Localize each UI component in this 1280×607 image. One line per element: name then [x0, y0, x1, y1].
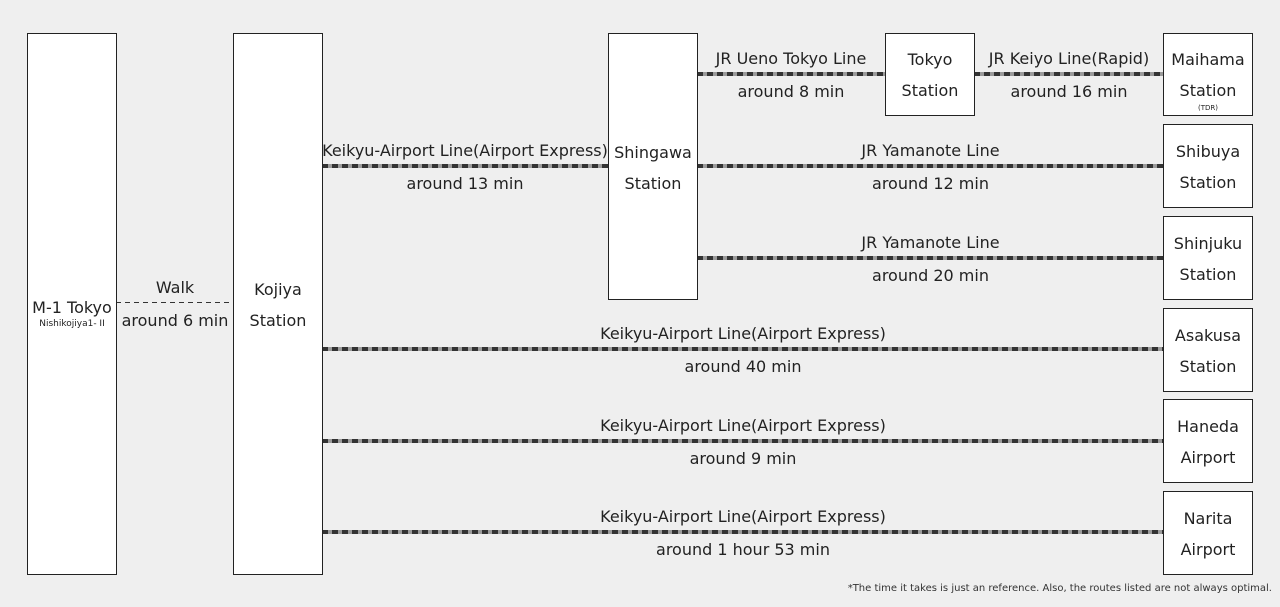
station-name: Haneda — [1177, 417, 1239, 436]
station-tokyo: Tokyo Station — [885, 33, 975, 116]
station-haneda: Haneda Airport — [1163, 399, 1253, 483]
route-kojiya-asakusa: Keikyu-Airport Line(Airport Express) aro… — [322, 324, 1164, 376]
route-shinagawa-shibuya: JR Yamanote Line around 12 min — [697, 141, 1164, 193]
route-kojiya-shinagawa: Keikyu-Airport Line(Airport Express) aro… — [322, 141, 608, 193]
route-walk: Walk around 6 min — [116, 278, 234, 330]
station-asakusa: Asakusa Station — [1163, 308, 1253, 392]
route-kojiya-narita: Keikyu-Airport Line(Airport Express) aro… — [322, 507, 1164, 559]
station-narita: Narita Airport — [1163, 491, 1253, 575]
walk-path — [116, 302, 234, 303]
route-time-label: around 1 hour 53 min — [656, 540, 830, 559]
station-shibuya: Shibuya Station — [1163, 124, 1253, 208]
route-shinagawa-shinjuku: JR Yamanote Line around 20 min — [697, 233, 1164, 285]
station-name: Shinjuku — [1173, 234, 1243, 253]
route-line-label: JR Ueno Tokyo Line — [715, 49, 867, 68]
station-name-line2: Station — [624, 174, 682, 193]
route-tokyo-maihama: JR Keiyo Line(Rapid) around 16 min — [974, 49, 1164, 101]
station-name-line2: Station — [1179, 81, 1237, 100]
rail-line — [322, 530, 1164, 534]
station-name: Asakusa — [1174, 326, 1242, 345]
station-name: Kojiya — [254, 280, 302, 299]
station-address: Nishikojiya1- II — [39, 319, 105, 329]
station-name: M-1 Tokyo — [32, 298, 112, 317]
route-shinagawa-tokyo: JR Ueno Tokyo Line around 8 min — [697, 49, 885, 101]
route-time-label: around 9 min — [689, 449, 797, 468]
rail-line — [697, 256, 1164, 260]
station-shinagawa: Shingawa Station — [608, 33, 698, 300]
station-name: Shibuya — [1175, 142, 1241, 161]
route-line-label: Keikyu-Airport Line(Airport Express) — [322, 141, 608, 160]
station-name-line2: Station — [249, 311, 307, 330]
route-time-label: around 8 min — [737, 82, 845, 101]
route-time-label: around 20 min — [872, 266, 989, 285]
route-time-label: around 16 min — [1010, 82, 1128, 101]
route-line-label: JR Keiyo Line(Rapid) — [988, 49, 1150, 68]
route-time-label: around 40 min — [684, 357, 802, 376]
station-shinjuku: Shinjuku Station — [1163, 216, 1253, 300]
rail-line — [974, 72, 1164, 76]
rail-line — [322, 439, 1164, 443]
route-line-label: Walk — [155, 278, 195, 297]
station-name-line2: Station — [1179, 357, 1237, 376]
rail-line — [697, 72, 885, 76]
route-kojiya-haneda: Keikyu-Airport Line(Airport Express) aro… — [322, 416, 1164, 468]
station-name: Narita — [1183, 509, 1233, 528]
rail-line — [697, 164, 1164, 168]
station-name: Tokyo — [907, 50, 953, 69]
station-name-line2: Airport — [1180, 448, 1236, 467]
rail-line — [322, 347, 1164, 351]
station-note: (TDR) — [1198, 104, 1218, 112]
station-m1-tokyo: M-1 Tokyo Nishikojiya1- II — [27, 33, 117, 575]
station-kojiya: Kojiya Station — [233, 33, 323, 575]
station-name-line2: Station — [1179, 173, 1237, 192]
station-name-line2: Station — [1179, 265, 1237, 284]
station-maihama: Maihama Station (TDR) — [1163, 33, 1253, 116]
footnote: *The time it takes is just an reference.… — [847, 583, 1272, 594]
station-name: Shingawa — [614, 143, 692, 162]
route-time-label: around 6 min — [121, 311, 229, 330]
station-name: Maihama — [1171, 50, 1245, 69]
route-time-label: around 12 min — [872, 174, 989, 193]
route-line-label: Keikyu-Airport Line(Airport Express) — [600, 324, 886, 343]
rail-line — [322, 164, 608, 168]
route-line-label: JR Yamanote Line — [861, 141, 1000, 160]
route-line-label: Keikyu-Airport Line(Airport Express) — [600, 507, 886, 526]
route-line-label: Keikyu-Airport Line(Airport Express) — [600, 416, 886, 435]
route-line-label: JR Yamanote Line — [861, 233, 1000, 252]
station-name-line2: Station — [901, 81, 959, 100]
route-time-label: around 13 min — [406, 174, 524, 193]
station-name-line2: Airport — [1180, 540, 1236, 559]
